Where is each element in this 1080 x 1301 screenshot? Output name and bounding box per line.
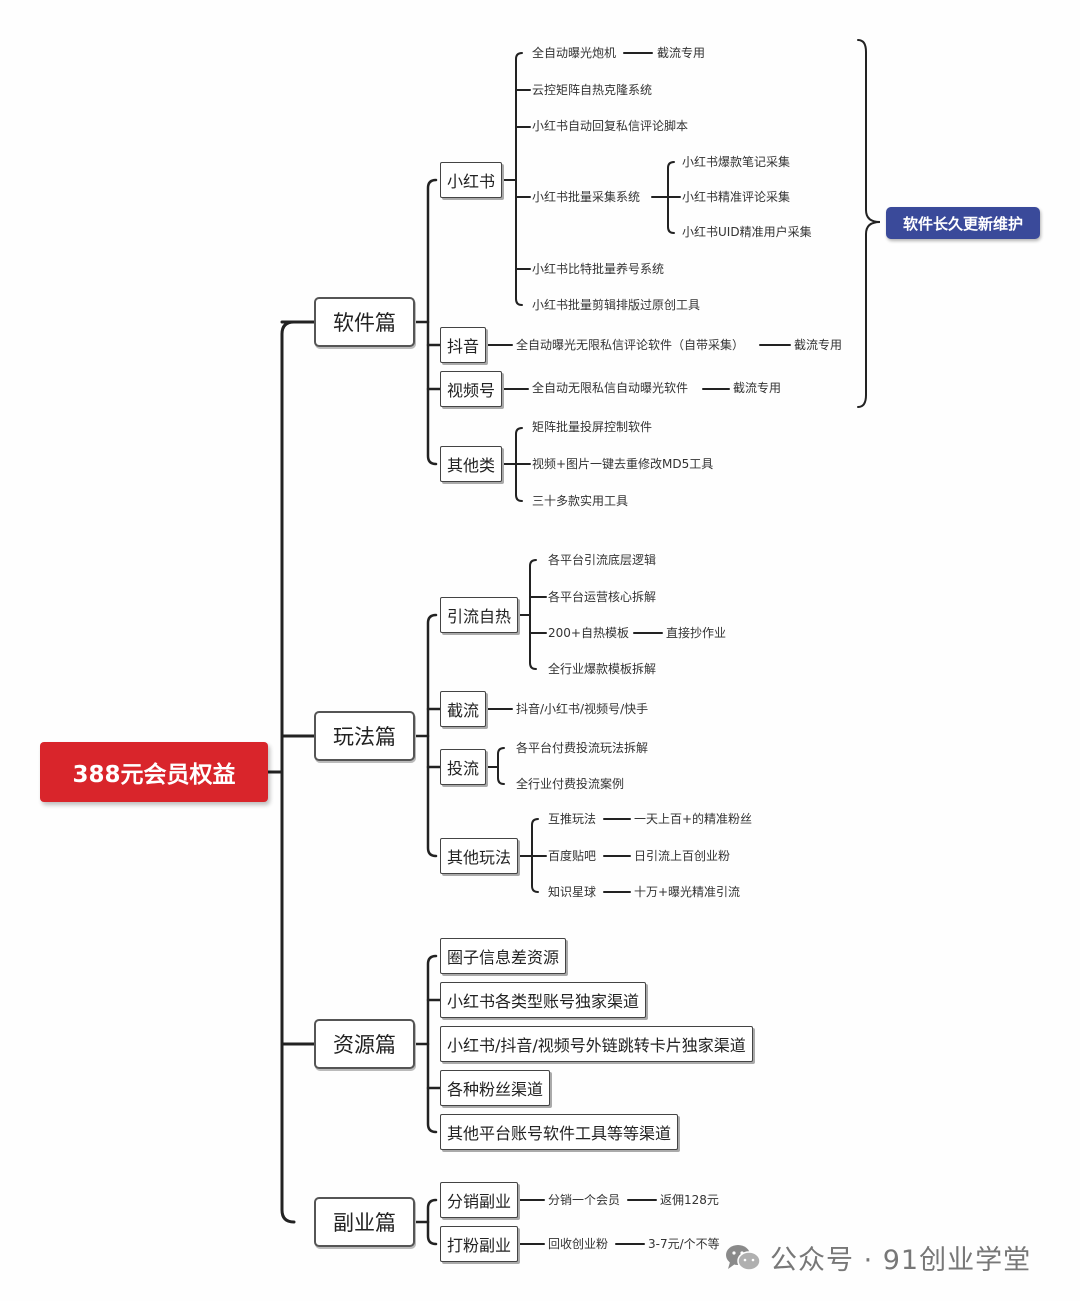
connector	[515, 52, 523, 306]
leaf-cloud-matrix: 云控矩阵自热克隆系统	[532, 83, 653, 97]
leaf-hot-notes-collect: 小红书爆款笔记采集	[682, 155, 791, 169]
connector	[426, 178, 438, 466]
category-other-play: 其他玩法	[440, 838, 519, 874]
resource-circle-info: 圈子信息差资源	[440, 938, 567, 974]
leaf-paid-breakdown: 各平台付费投流玩法拆解	[516, 741, 649, 755]
leaf-templates: 200+自热模板	[548, 626, 629, 640]
leaf-baidu-tieba-tail: 日引流上百创业粉	[634, 849, 731, 863]
leaf-auto-exposure: 全自动曝光炮机	[532, 46, 617, 60]
leaf-traffic-logic: 各平台引流底层逻辑	[548, 553, 657, 567]
connector	[426, 954, 438, 1134]
leaf-md5-tool: 视频+图片一键去重修改MD5工具	[532, 457, 714, 471]
leaf-account-nurture: 小红书比特批量养号系统	[532, 262, 665, 276]
connector	[529, 559, 537, 670]
leaf-baidu-tieba: 百度贴吧	[548, 849, 597, 863]
leaf-douyin-software: 全自动曝光无限私信评论软件（自带采集）	[516, 338, 745, 352]
maintenance-badge: 软件长久更新维护	[886, 207, 1040, 239]
section-resources: 资源篇	[314, 1019, 415, 1069]
leaf-uid-collect: 小红书UID精准用户采集	[682, 225, 812, 239]
connector	[426, 613, 438, 858]
leaf-comments-collect: 小红书精准评论采集	[682, 190, 791, 204]
leaf-shipinhao-tail: 截流专用	[733, 381, 782, 395]
root-node: 388元会员权益	[40, 742, 268, 802]
leaf-mutual-push: 互推玩法	[548, 812, 597, 826]
leaf-shipinhao-software: 全自动无限私信自动曝光软件	[532, 381, 689, 395]
leaf-price-range: 3-7元/个不等	[648, 1237, 720, 1251]
leaf-tail-intercept: 截流专用	[657, 46, 706, 60]
wechat-icon	[726, 1244, 761, 1271]
leaf-platforms: 抖音/小红书/视频号/快手	[516, 702, 649, 716]
resource-xhs-accounts: 小红书各类型账号独家渠道	[440, 982, 647, 1018]
category-shipinhao: 视频号	[440, 371, 503, 407]
section-gameplay: 玩法篇	[314, 711, 415, 761]
leaf-recycle-fans: 回收创业粉	[548, 1237, 609, 1251]
leaf-tools-30: 三十多款实用工具	[532, 494, 629, 508]
leaf-commission: 返佣128元	[660, 1193, 719, 1207]
leaf-ops-breakdown: 各平台运营核心拆解	[548, 590, 657, 604]
leaf-sell-member: 分销一个会员	[548, 1193, 621, 1207]
category-douyin: 抖音	[440, 327, 487, 363]
leaf-douyin-tail: 截流专用	[794, 338, 843, 352]
section-side-business: 副业篇	[314, 1197, 415, 1247]
category-other-software: 其他类	[440, 446, 503, 482]
connector	[280, 320, 296, 1224]
leaf-hot-templates: 全行业爆款模板拆解	[548, 662, 657, 676]
category-intercept: 截流	[440, 691, 487, 727]
leaf-batch-collect: 小红书批量采集系统	[532, 190, 641, 204]
resource-link-jump: 小红书/抖音/视频号外链跳转卡片独家渠道	[440, 1026, 753, 1062]
leaf-paid-cases: 全行业付费投流案例	[516, 777, 625, 791]
leaf-mutual-push-tail: 一天上百+的精准粉丝	[634, 812, 753, 826]
connector	[426, 1198, 438, 1246]
leaf-batch-edit: 小红书批量剪辑排版过原创工具	[532, 298, 701, 312]
category-traffic-self: 引流自热	[440, 597, 519, 633]
category-xiaohongshu: 小红书	[440, 162, 503, 198]
watermark: 公众号 · 91创业学堂	[724, 1238, 1031, 1277]
category-paid-traffic: 投流	[440, 749, 487, 785]
leaf-knowledge-planet-tail: 十万+曝光精准引流	[634, 885, 741, 899]
section-software: 软件篇	[314, 297, 415, 347]
connector	[497, 747, 505, 785]
category-fan-sourcing: 打粉副业	[440, 1226, 519, 1262]
watermark-text: 公众号 · 91创业学堂	[770, 1245, 1032, 1276]
connector	[857, 39, 881, 408]
resource-other-platforms: 其他平台账号软件工具等等渠道	[440, 1114, 679, 1150]
leaf-knowledge-planet: 知识星球	[548, 885, 597, 899]
leaf-auto-reply-script: 小红书自动回复私信评论脚本	[532, 119, 689, 133]
leaf-templates-tail: 直接抄作业	[666, 626, 727, 640]
resource-fans-channels: 各种粉丝渠道	[440, 1070, 551, 1106]
category-distribution: 分销副业	[440, 1182, 519, 1218]
leaf-screen-control: 矩阵批量投屏控制软件	[532, 420, 653, 434]
